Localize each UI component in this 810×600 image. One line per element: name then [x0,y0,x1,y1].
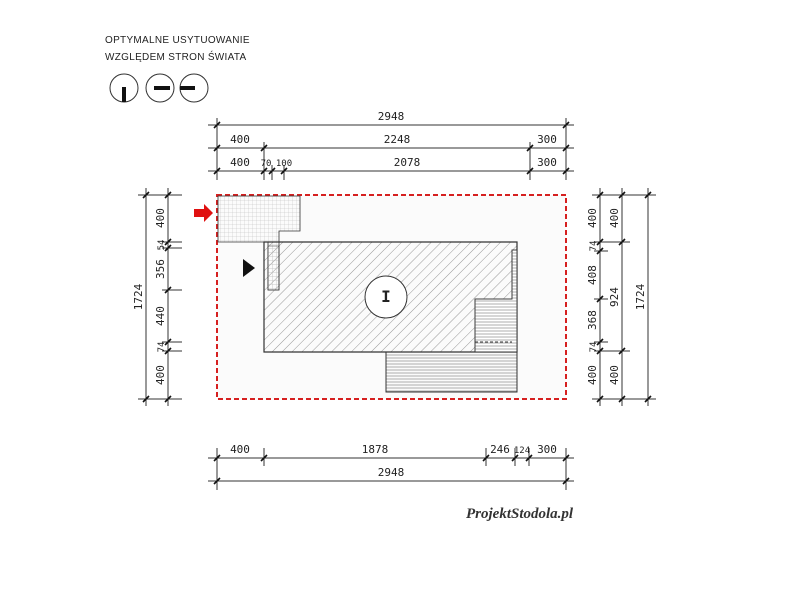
dim-label: 400 [154,208,167,228]
dim-label: 100 [276,159,292,169]
dim-label: 400 [230,133,250,146]
left-dimensions: 1724 400 54 356 440 74 400 [132,188,182,406]
entrance-triangle-icon [243,259,255,277]
dim-label: 74 [157,342,167,353]
bottom-dimensions: 400 1878 246 124 300 2948 [208,443,574,490]
dim-label: 408 [586,265,599,285]
entrance-area [267,245,280,291]
building-label: I [381,287,391,306]
dim-label: 300 [537,156,557,169]
dim-label: 368 [586,310,599,330]
dim-left-total: 1724 [132,283,145,310]
dim-top-total: 2948 [378,110,405,123]
logo: ProjektStodola.pl [466,506,574,522]
dim-label: 356 [154,259,167,279]
building-marker [364,275,408,319]
dim-label: 74 [589,342,599,353]
right-dimensions: 400 74 408 368 74 400 400 924 400 1724 [586,188,656,406]
dim-label: 400 [608,208,621,228]
dim-label: 440 [154,306,167,326]
dim-label: 400 [230,156,250,169]
compass-south-icon [109,73,139,103]
dim-bottom-total: 2948 [378,466,405,479]
dim-label: 246 [490,443,510,456]
dim-label: 300 [537,133,557,146]
dim-label: 400 [586,365,599,385]
dim-label: 2078 [394,156,421,169]
title-line-1: OPTYMALNE USYTUOWANIE [105,35,250,46]
dim-label: 1878 [362,443,389,456]
title-line-2: WZGLĘDEM STRON ŚWIATA [105,50,247,63]
dim-label: 54 [157,240,167,251]
dim-label: 74 [589,241,599,252]
compass-west-icon [179,73,209,103]
terrace-bottom [385,351,518,393]
dim-label: 400 [608,365,621,385]
dim-label: 400 [586,208,599,228]
dim-label: 300 [537,443,557,456]
compass-east-icon [145,73,175,103]
top-dimensions: 2948 400 2248 300 400 70 100 2078 300 [208,110,574,180]
dim-label: 124 [514,446,530,456]
dim-right-total: 1724 [634,283,647,310]
entry-arrow-icon [194,204,213,222]
dim-label: 2248 [384,133,411,146]
dim-label: 924 [608,287,621,307]
dim-label: 70 [261,159,272,169]
dim-label: 400 [154,365,167,385]
dim-label: 400 [230,443,250,456]
